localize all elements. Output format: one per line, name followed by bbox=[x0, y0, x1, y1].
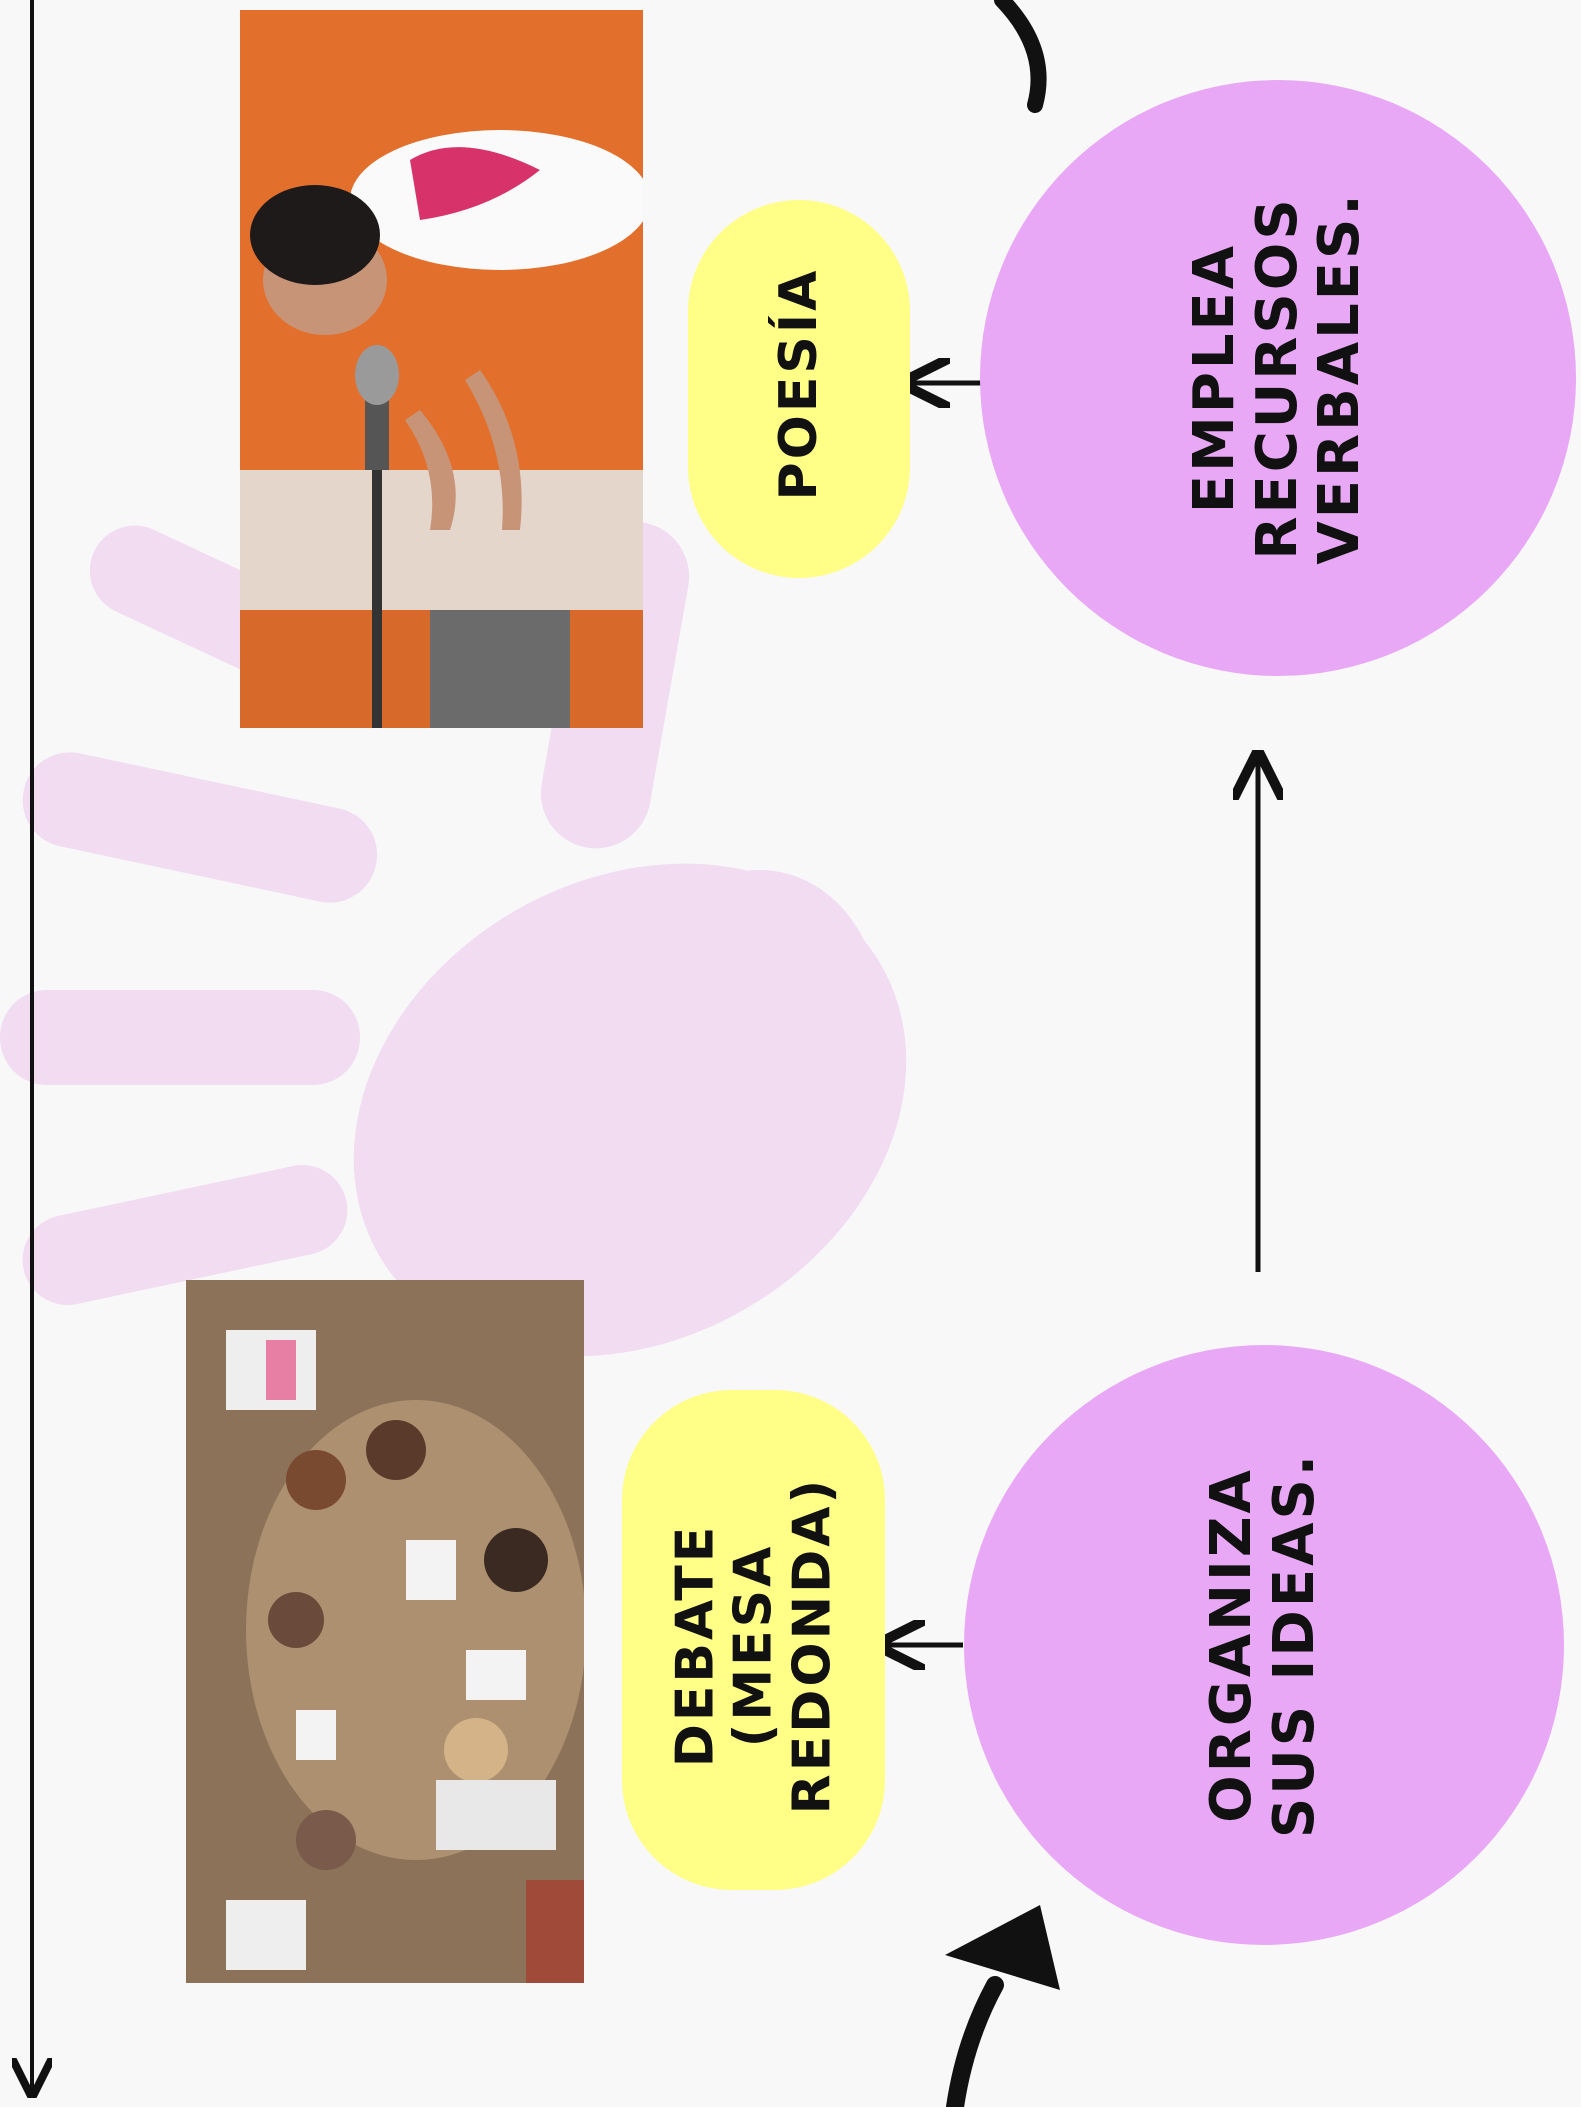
children-round-table-image bbox=[186, 1280, 584, 1983]
organiza-label: ORGANIZA SUS IDEAS. bbox=[1199, 1451, 1327, 1839]
debate-pill bbox=[622, 1390, 885, 1890]
emplea-label: EMPLEA RECURSOS VERBALES. bbox=[1181, 191, 1373, 565]
poesia-label: POESÍA bbox=[768, 267, 829, 501]
curve-top bbox=[994, 0, 1047, 113]
debate-photo bbox=[186, 1280, 584, 1983]
debate-label: DEBATE (MESA REDONDA) bbox=[665, 1476, 843, 1815]
poetry-photo bbox=[240, 10, 643, 728]
curve-bottom bbox=[946, 1976, 1004, 2107]
girl-at-microphone-image bbox=[240, 10, 643, 728]
emplea-circle bbox=[980, 80, 1576, 676]
organiza-circle bbox=[964, 1345, 1564, 1945]
curve-bottom-arrowhead bbox=[945, 1905, 1060, 1990]
poesia-pill bbox=[688, 200, 910, 578]
